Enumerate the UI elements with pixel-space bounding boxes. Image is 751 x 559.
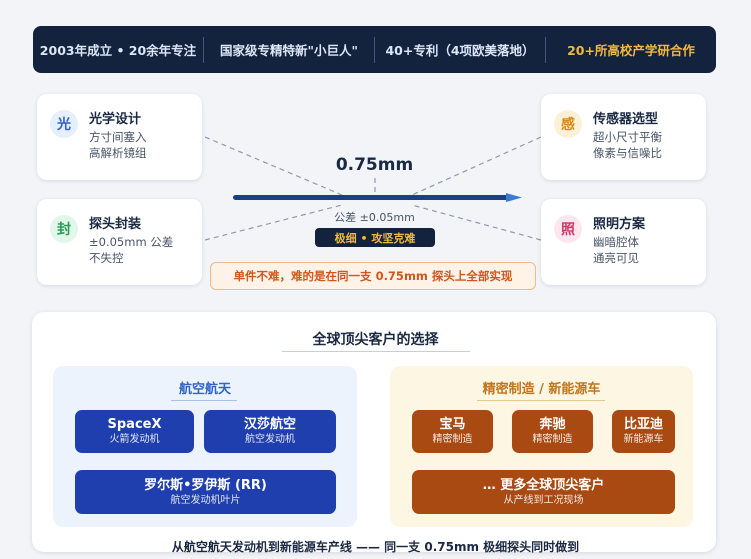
feature-title: 传感器选型: [593, 112, 659, 127]
probe-tip: [506, 193, 522, 202]
banner-item-universities: 20+所高校产学研合作: [567, 43, 695, 58]
connector-sensor: [411, 136, 542, 196]
customer-chip-bmw: 宝马 精密制造: [412, 410, 493, 453]
probe-diameter-label: 0.75mm: [335, 155, 414, 175]
group-underline: [171, 400, 237, 401]
customer-desc: 从产线到工况现场: [503, 494, 584, 506]
feature-desc: 超小尺寸平衡: [593, 130, 662, 144]
customer-name: 罗尔斯•罗伊斯 (RR): [144, 477, 267, 493]
feature-title: 照明方案: [593, 217, 646, 232]
feature-card-optics: 光 光学设计 方寸间塞入 高解析镜组: [37, 94, 202, 180]
banner-divider: [374, 36, 375, 63]
probe-tolerance-label: 公差 ±0.05mm: [334, 211, 415, 224]
feature-desc: 方寸间塞入: [89, 130, 147, 144]
customer-chip-spacex: SpaceX 火箭发动机: [75, 410, 194, 453]
customer-chip-benz: 奔驰 精密制造: [512, 410, 593, 453]
feature-desc: 像素与信噪比: [593, 146, 662, 160]
group-title-aerospace: 航空航天: [178, 382, 231, 397]
feature-card-lighting: 照 照明方案 幽暗腔体 通亮可见: [541, 199, 706, 285]
probe-note: 单件不难，难的是在同一支 0.75mm 探头上全部实现: [210, 262, 536, 290]
banner-item-founded: 2003年成立 • 20余年专注: [39, 43, 197, 58]
optics-icon: 光: [50, 110, 78, 138]
customer-desc: 精密制造: [432, 434, 473, 445]
group-underline: [477, 400, 605, 401]
probe-shaft: [233, 195, 508, 200]
banner-divider: [203, 36, 204, 63]
feature-card-packaging: 封 探头封装 ±0.05mm 公差 不失控: [37, 199, 202, 285]
customer-name: 奔驰: [539, 417, 566, 432]
customers-title: 全球顶尖客户的选择: [312, 332, 439, 348]
feature-title: 光学设计: [89, 112, 142, 127]
footer-summary: 从航空航天发动机到新能源车产线 —— 同一支 0.75mm 极细探头同时做到: [171, 540, 580, 554]
title-underline: [282, 351, 470, 352]
customer-desc: 火箭发动机: [109, 434, 160, 445]
customer-desc: 航空发动机: [245, 434, 295, 445]
customer-name: 汉莎航空: [243, 417, 296, 432]
customer-name: SpaceX: [107, 417, 162, 432]
probe-tag: 极细 • 攻坚克难: [315, 228, 435, 247]
feature-desc: ±0.05mm 公差: [89, 235, 174, 249]
customer-chip-more: … 更多全球顶尖客户 从产线到工况现场: [412, 470, 675, 514]
customer-name: … 更多全球顶尖客户: [482, 477, 605, 493]
customer-name: 宝马: [439, 417, 466, 432]
customer-name: 比亚迪: [623, 417, 663, 432]
sensor-icon: 感: [554, 110, 582, 138]
customer-desc: 航空发动机叶片: [170, 494, 241, 506]
customer-desc: 新能源车: [623, 434, 664, 445]
feature-desc: 幽暗腔体: [593, 235, 639, 249]
top-banner: 2003年成立 • 20余年专注 国家级专精特新"小巨人" 40+专利（4项欧美…: [33, 26, 716, 73]
banner-item-little-giant: 国家级专精特新"小巨人": [219, 43, 359, 58]
feature-title: 探头封装: [89, 217, 142, 232]
banner-divider: [545, 36, 546, 63]
customer-chip-lufthansa: 汉莎航空 航空发动机: [204, 410, 336, 453]
feature-desc: 不失控: [89, 251, 124, 265]
packaging-icon: 封: [50, 215, 78, 243]
customer-chip-rolls-royce: 罗尔斯•罗伊斯 (RR) 航空发动机叶片: [75, 470, 336, 514]
lighting-icon: 照: [554, 215, 582, 243]
banner-item-patents: 40+专利（4项欧美落地）: [385, 43, 535, 58]
customer-chip-byd: 比亚迪 新能源车: [612, 410, 675, 453]
feature-card-sensor: 感 传感器选型 超小尺寸平衡 像素与信噪比: [541, 94, 706, 180]
group-title-manufacturing: 精密制造 / 新能源车: [482, 382, 601, 397]
feature-desc: 高解析镜组: [89, 146, 147, 160]
feature-desc: 通亮可见: [593, 251, 639, 265]
customer-desc: 精密制造: [532, 434, 573, 445]
